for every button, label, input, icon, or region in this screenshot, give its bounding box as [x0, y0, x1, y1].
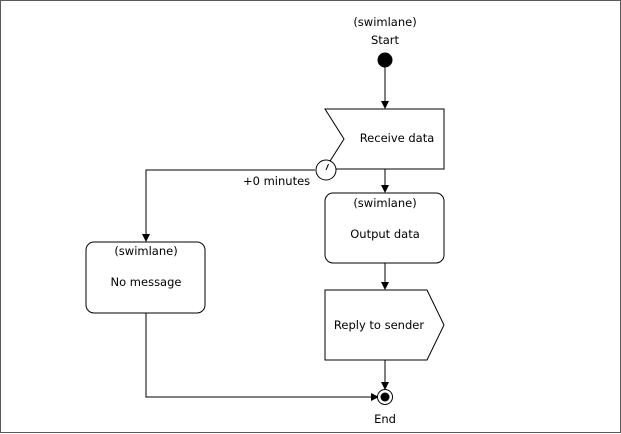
- edge-timer-to-nomessage: [142, 169, 315, 242]
- output-data-label: Output data: [350, 227, 420, 241]
- start-node[interactable]: [377, 52, 393, 68]
- end-node-core: [380, 392, 390, 402]
- end-label: End: [374, 412, 396, 426]
- receive-data-label: Receive data: [359, 131, 435, 145]
- reply-to-sender-node[interactable]: [324, 289, 445, 361]
- no-message-node[interactable]: [85, 241, 206, 314]
- no-message-label: No message: [110, 275, 182, 289]
- receive-data-node[interactable]: [324, 108, 445, 170]
- nomessage-lane-label: (swimlane): [114, 244, 178, 258]
- reply-to-sender-label: Reply to sender: [333, 318, 425, 332]
- start-label: Start: [370, 33, 400, 47]
- timer-hand-icon: [325, 163, 329, 171]
- start-lane-label: (swimlane): [353, 15, 417, 29]
- timer-label: +0 minutes: [243, 174, 311, 188]
- edge-nomessage-to-end: [145, 313, 379, 401]
- output-data-node[interactable]: [324, 192, 445, 264]
- output-lane-label: (swimlane): [353, 196, 417, 210]
